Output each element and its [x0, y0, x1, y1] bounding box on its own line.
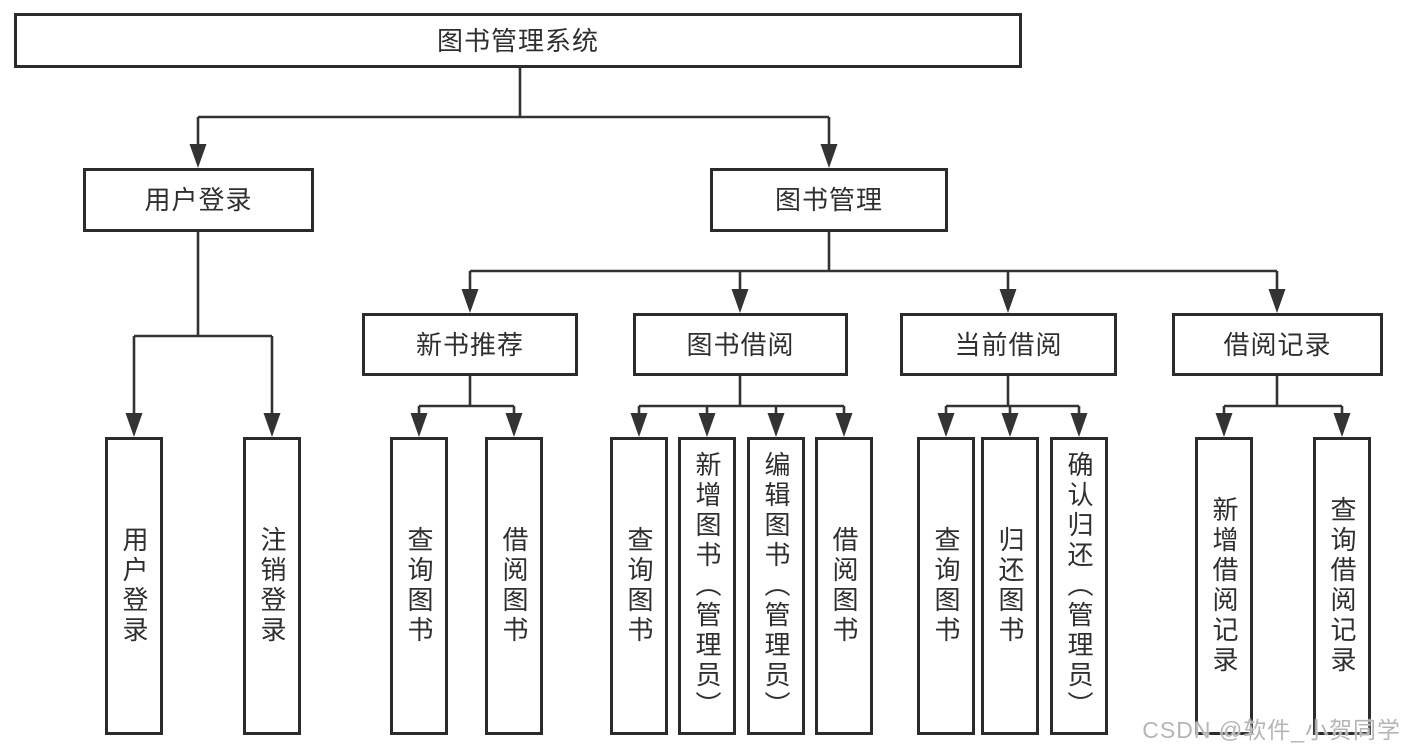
- node-book-borrowing-label: 图书借阅: [686, 329, 795, 360]
- node-new-book-recommend: 新书推荐: [362, 313, 578, 376]
- leaf-borrow-books-recommend: 借阅图书: [485, 437, 543, 735]
- leaf-return-book-label: 归还图书: [995, 526, 1025, 646]
- leaf-return-book: 归还图书: [981, 437, 1039, 735]
- node-current-borrowing-label: 当前借阅: [954, 329, 1063, 360]
- leaf-query-books-current: 查询图书: [917, 437, 975, 735]
- leaf-user-login-label: 用户登录: [119, 526, 149, 646]
- connector-userlogin-to-leaves: [132, 232, 274, 416]
- leaf-query-borrow-record-label: 查询借阅记录: [1327, 496, 1357, 676]
- leaf-add-borrow-record-label: 新增借阅记录: [1209, 496, 1239, 676]
- leaf-logout: 注销登录: [243, 437, 301, 735]
- leaf-borrow-books-borrowing: 借阅图书: [815, 437, 873, 735]
- leaf-logout-label: 注销登录: [257, 526, 287, 646]
- leaf-confirm-return-admin: 确认归还（管理员）: [1050, 437, 1108, 735]
- connector-bookmgmt-to-level3: [468, 232, 1279, 292]
- leaf-borrow-books-borrowing-label: 借阅图书: [829, 526, 859, 646]
- leaf-query-books-recommend: 查询图书: [390, 437, 448, 735]
- leaf-add-borrow-record: 新增借阅记录: [1195, 437, 1253, 735]
- watermark-csdn: CSDN @软件_小贺同学: [1142, 717, 1401, 743]
- leaf-edit-book-admin: 编辑图书（管理员）: [747, 437, 805, 735]
- node-borrowing-records: 借阅记录: [1172, 313, 1383, 376]
- leaf-user-login: 用户登录: [105, 437, 163, 735]
- leaf-add-book-admin-label: 新增图书（管理员）: [692, 451, 722, 721]
- arrowheads: [125, 144, 1351, 437]
- node-borrowing-records-label: 借阅记录: [1223, 329, 1332, 360]
- leaf-add-book-admin: 新增图书（管理员）: [678, 437, 736, 735]
- leaf-query-books-borrowing: 查询图书: [610, 437, 668, 735]
- connector-root-to-level2: [196, 68, 831, 147]
- node-user-login: 用户登录: [83, 168, 314, 232]
- node-current-borrowing: 当前借阅: [900, 313, 1117, 376]
- node-book-management: 图书管理: [710, 168, 948, 232]
- leaf-confirm-return-admin-label: 确认归还（管理员）: [1064, 451, 1094, 721]
- node-library-system-label: 图书管理系统: [436, 25, 599, 56]
- leaf-borrow-books-recommend-label: 借阅图书: [499, 526, 529, 646]
- connector-level3-to-leaves: [417, 376, 1344, 416]
- leaf-query-borrow-record: 查询借阅记录: [1313, 437, 1371, 735]
- leaf-query-books-borrowing-label: 查询图书: [624, 526, 654, 646]
- node-user-login-label: 用户登录: [144, 185, 253, 215]
- leaf-query-books-current-label: 查询图书: [931, 526, 961, 646]
- leaf-query-books-recommend-label: 查询图书: [404, 526, 434, 646]
- node-book-management-label: 图书管理: [774, 185, 883, 215]
- node-book-borrowing: 图书借阅: [633, 313, 848, 376]
- node-new-book-recommend-label: 新书推荐: [415, 329, 524, 360]
- node-library-system: 图书管理系统: [14, 13, 1022, 68]
- leaf-edit-book-admin-label: 编辑图书（管理员）: [761, 451, 791, 721]
